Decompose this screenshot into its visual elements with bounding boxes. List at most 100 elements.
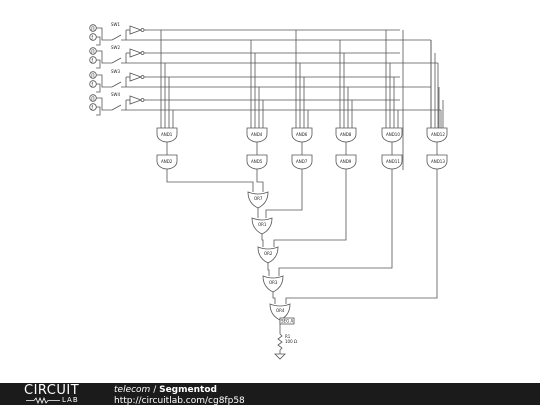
feed-and13 bbox=[285, 173, 438, 304]
inverter-bubble bbox=[140, 28, 145, 32]
or-gate-5-label: OR4 bbox=[276, 308, 285, 313]
and-gate-bottom-3 bbox=[291, 154, 313, 170]
segment-display-label: SEG A bbox=[281, 319, 293, 324]
inverter-4 bbox=[129, 95, 143, 105]
and-gate-top-2 bbox=[246, 127, 268, 143]
circuitlab-logo[interactable]: CIRCUIT LAB bbox=[24, 384, 98, 404]
circuit-url[interactable]: http://circuitlab.com/cg8fp58 bbox=[114, 396, 245, 406]
or-chain bbox=[267, 263, 270, 276]
circuit-meta: telecom / Segmentod http://circuitlab.co… bbox=[114, 385, 245, 406]
switch-label: SW2 bbox=[111, 45, 120, 50]
and-gate-bottom-4-label: AND9 bbox=[340, 159, 352, 164]
switch-1 bbox=[111, 34, 122, 41]
footer-bar: CIRCUIT LAB telecom / Segmentod http://c… bbox=[0, 383, 540, 406]
source-return-wire bbox=[96, 36, 101, 46]
or-gate-3 bbox=[257, 246, 279, 264]
source-symbol: ∏ bbox=[91, 73, 94, 78]
source-return-wire bbox=[96, 59, 101, 69]
and-gate-top-5 bbox=[381, 127, 403, 143]
inverter-bubble bbox=[140, 98, 145, 102]
feed-and5 bbox=[256, 173, 264, 192]
segment-display bbox=[279, 317, 295, 325]
and-gate-top-4 bbox=[335, 127, 357, 143]
inverter-bubble bbox=[140, 51, 145, 55]
source-wire bbox=[96, 50, 112, 64]
resistor-wave-icon bbox=[26, 397, 60, 404]
and-gate-top-3 bbox=[291, 127, 313, 143]
switch-3 bbox=[111, 81, 122, 88]
or-chain bbox=[272, 292, 276, 304]
source-freq-icon bbox=[89, 80, 97, 88]
switch-4 bbox=[111, 104, 122, 111]
and-gate-bottom-3-label: AND7 bbox=[296, 159, 308, 164]
or-gate-5 bbox=[269, 303, 291, 321]
or-chain bbox=[261, 234, 264, 247]
and-gate-bottom-6-label: AND13 bbox=[431, 159, 445, 164]
logo-lab-text: LAB bbox=[62, 396, 79, 404]
and-gate-top-6-label: AND12 bbox=[431, 132, 445, 137]
and-gate-bottom-4 bbox=[335, 154, 357, 170]
source-symbol: ∏ bbox=[91, 49, 94, 54]
switch-label: SW3 bbox=[111, 69, 120, 74]
and-gate-top-5-label: AND10 bbox=[386, 132, 400, 137]
source-square-icon bbox=[89, 24, 97, 32]
source-return-wire bbox=[96, 106, 101, 116]
components: ∏ƒSW1∏ƒSW2∏ƒSW3∏ƒSW4AND1AND2AND4AND5AND6… bbox=[89, 22, 448, 360]
feed-and2 bbox=[166, 173, 254, 192]
path-separator: / bbox=[150, 385, 160, 395]
and-gate-top-3-label: AND6 bbox=[296, 132, 308, 137]
feed-and7 bbox=[265, 173, 303, 218]
or-gate-4-label: OR3 bbox=[269, 280, 278, 285]
or-gate-2 bbox=[251, 217, 273, 235]
and-gate-top-6 bbox=[426, 127, 448, 143]
source-wire bbox=[96, 97, 112, 111]
inverter-1 bbox=[129, 25, 143, 35]
source-freq-icon bbox=[89, 103, 97, 111]
ground-icon bbox=[274, 353, 286, 360]
circuit-title: Segmentod bbox=[159, 385, 217, 395]
source-symbol: ƒ bbox=[91, 35, 94, 40]
switch-label: SW1 bbox=[111, 22, 120, 27]
source-return-wire bbox=[96, 83, 101, 93]
switch-label: SW4 bbox=[111, 92, 120, 97]
and-gate-bottom-2-label: AND5 bbox=[251, 159, 263, 164]
source-symbol: ƒ bbox=[91, 105, 94, 110]
source-symbol: ∏ bbox=[91, 96, 94, 101]
inverter-2 bbox=[129, 48, 143, 58]
and-gate-top-1-label: AND1 bbox=[161, 132, 173, 137]
and-gate-bottom-6 bbox=[426, 154, 448, 170]
circuit-schematic: ∏ƒSW1∏ƒSW2∏ƒSW3∏ƒSW4AND1AND2AND4AND5AND6… bbox=[89, 22, 448, 360]
or-gate-1 bbox=[247, 191, 269, 209]
source-symbol: ∏ bbox=[91, 26, 94, 31]
source-freq-icon bbox=[89, 56, 97, 64]
and-gate-bottom-1 bbox=[156, 154, 178, 170]
source-square-icon bbox=[89, 71, 97, 79]
or-gate-2-label: OR1 bbox=[258, 222, 267, 227]
source-symbol: ƒ bbox=[91, 58, 94, 63]
or-gate-3-label: OR2 bbox=[264, 251, 273, 256]
logo-circuit-text: CIRCUIT bbox=[24, 383, 80, 398]
feed-and11 bbox=[278, 173, 393, 276]
resistor-name: R1 bbox=[285, 334, 291, 339]
source-square-icon bbox=[89, 47, 97, 55]
and-gate-top-1 bbox=[156, 127, 178, 143]
source-wire bbox=[96, 27, 112, 41]
and-gate-bottom-5 bbox=[381, 154, 403, 170]
resistor-R1 bbox=[277, 333, 283, 351]
or-gate-4 bbox=[262, 275, 284, 293]
owner-link[interactable]: telecom bbox=[114, 385, 151, 395]
and-gate-top-2-label: AND4 bbox=[251, 132, 263, 137]
source-symbol: ƒ bbox=[91, 82, 94, 87]
and-gate-top-4-label: AND8 bbox=[340, 132, 352, 137]
switch-2 bbox=[111, 57, 122, 64]
inverter-3 bbox=[129, 72, 143, 82]
source-freq-icon bbox=[89, 33, 97, 41]
resistor-value: 100 Ω bbox=[285, 339, 297, 344]
and-gate-bottom-5-label: AND11 bbox=[386, 159, 400, 164]
wires bbox=[96, 27, 444, 354]
source-square-icon bbox=[89, 94, 97, 102]
and-gate-bottom-2 bbox=[246, 154, 268, 170]
source-wire bbox=[96, 74, 112, 88]
or-gate-1-label: OR7 bbox=[254, 196, 263, 201]
